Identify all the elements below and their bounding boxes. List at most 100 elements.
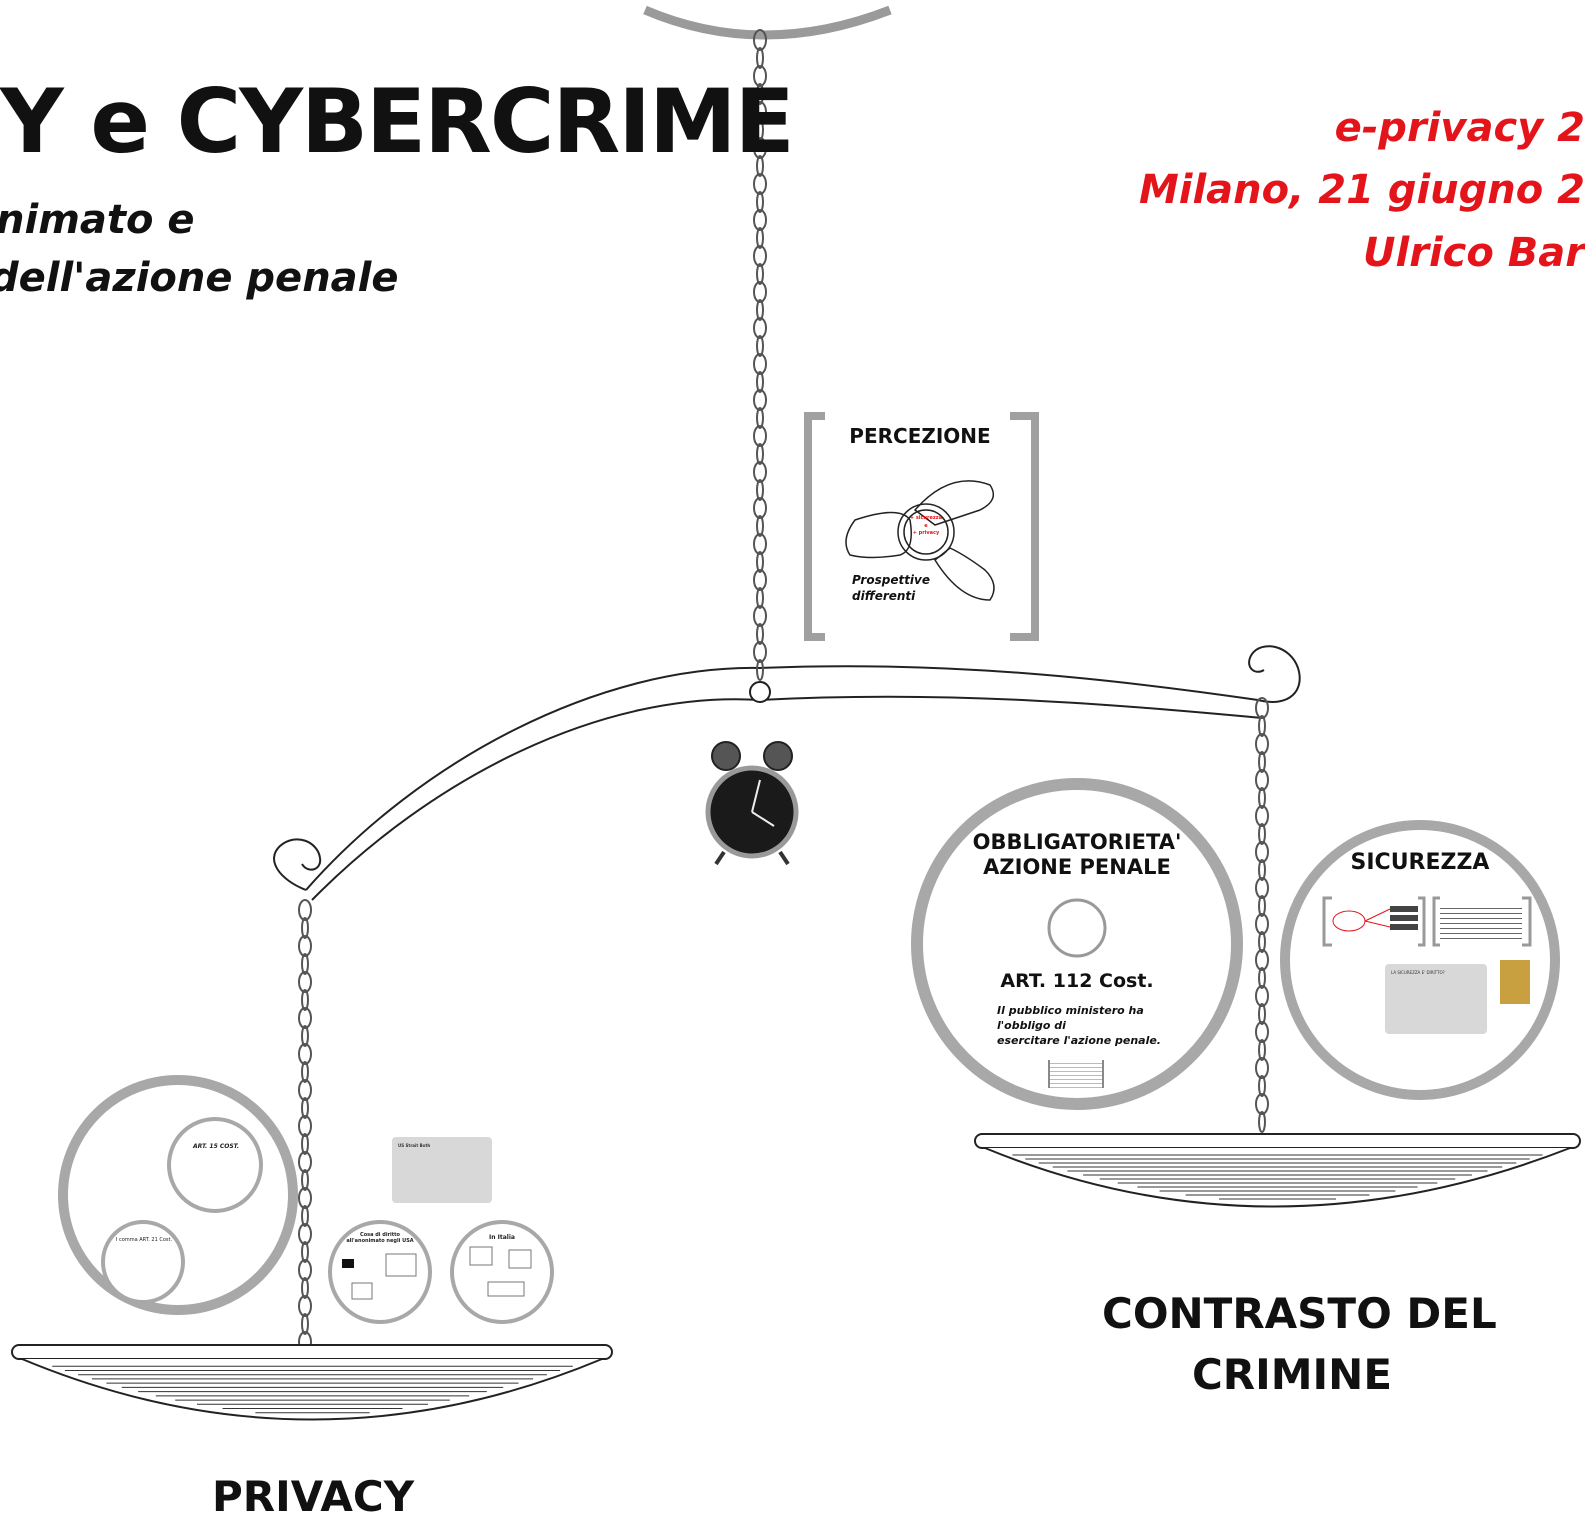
chain-link xyxy=(753,605,767,627)
sicurezza-heading: SICUREZZA xyxy=(1350,850,1490,875)
chain-link xyxy=(756,299,764,321)
chain-link xyxy=(298,971,312,993)
chain-link xyxy=(756,587,764,609)
chain-link xyxy=(756,191,764,213)
article-quote: Il pubblico ministero ha l'obbligo di es… xyxy=(997,1004,1197,1049)
chain-link xyxy=(753,461,767,483)
chain-link xyxy=(1258,895,1266,917)
chain-link xyxy=(298,1079,312,1101)
chain-link xyxy=(298,1151,312,1173)
chain-link xyxy=(298,1007,312,1029)
chain-link xyxy=(301,953,309,975)
chain-link xyxy=(753,389,767,411)
event-date: Milano, 21 giugno 2 xyxy=(1138,167,1585,213)
chain-link xyxy=(756,371,764,393)
chain-link xyxy=(753,209,767,231)
chain-link xyxy=(298,1043,312,1065)
subtitle-line-2: dell'azione penale xyxy=(0,255,399,301)
chain-link xyxy=(298,1223,312,1245)
center-line-1: + sicurezza xyxy=(909,515,943,521)
chain-link xyxy=(1255,769,1269,791)
sicurezza-note-title: LA SICUREZZA E' DIRITTO? xyxy=(1391,970,1445,975)
chain-link xyxy=(753,497,767,519)
contrasto-line-1: CONTRASTO DEL xyxy=(1102,1289,1497,1338)
chain-link xyxy=(1255,1057,1269,1079)
percezione-heading: PERCEZIONE xyxy=(849,424,991,448)
chain-link xyxy=(1258,751,1266,773)
chain-link xyxy=(298,1187,312,1209)
chain-link xyxy=(756,407,764,429)
art21-label: I comma ART. 21 Cost. xyxy=(115,1237,173,1243)
chain-link xyxy=(756,443,764,465)
left-pan-bowl xyxy=(21,1358,603,1421)
chain-link xyxy=(298,1259,312,1281)
chain-link xyxy=(1255,805,1269,827)
chain-link xyxy=(298,935,312,957)
chain-link xyxy=(1258,787,1266,809)
subtitle-line-1: nimato e xyxy=(0,197,195,243)
chain-link xyxy=(756,551,764,573)
chain-link xyxy=(753,65,767,87)
chain-link xyxy=(756,119,764,141)
chain-link xyxy=(301,1097,309,1119)
percezione-center-label: + sicurezza e + privacy xyxy=(904,515,948,538)
chain-link xyxy=(1258,1039,1266,1061)
chain-link xyxy=(298,1115,312,1137)
anonimato-usa-label: Cosa di diritto all'anonimato negli USA xyxy=(346,1232,414,1244)
center-line-2: e xyxy=(924,522,928,529)
chain-link xyxy=(753,245,767,267)
chain-link xyxy=(753,569,767,591)
chain-link xyxy=(301,1025,309,1047)
sicurezza-note-card: LA SICUREZZA E' DIRITTO? xyxy=(1385,964,1487,1034)
chain-link xyxy=(1255,877,1269,899)
chain-link xyxy=(756,47,764,69)
chain-link xyxy=(301,1277,309,1299)
chain-link xyxy=(1258,1003,1266,1025)
chain-link xyxy=(756,155,764,177)
chain-link xyxy=(1255,841,1269,863)
caption-line-1: Prospettive xyxy=(852,573,931,587)
chain-link xyxy=(1258,859,1266,881)
right-chain xyxy=(1255,697,1269,1133)
chain-link xyxy=(1255,949,1269,971)
us-card-title: US Strait Both xyxy=(398,1143,431,1148)
chain-link xyxy=(756,83,764,105)
alarm-clock-icon xyxy=(705,741,799,866)
right-pan-rim xyxy=(974,1133,1581,1149)
chain-link xyxy=(753,317,767,339)
chain-link xyxy=(753,281,767,303)
chain-link xyxy=(301,989,309,1011)
left-chain xyxy=(298,899,312,1353)
chain-link xyxy=(1255,733,1269,755)
chain-link xyxy=(1258,1075,1266,1097)
chain-link xyxy=(301,1241,309,1263)
chain-link xyxy=(1255,1093,1269,1115)
obbligatorieta-heading: OBBLIGATORIETA' AZIONE PENALE xyxy=(957,830,1197,880)
chain-link xyxy=(753,137,767,159)
chain-link xyxy=(1255,913,1269,935)
quote-line-2: esercitare l'azione penale. xyxy=(997,1033,1161,1047)
chain-link xyxy=(753,29,767,51)
left-pan-rim xyxy=(11,1344,613,1360)
chain-link xyxy=(1255,985,1269,1007)
chain-link xyxy=(301,1169,309,1191)
chain-link xyxy=(1258,931,1266,953)
chain-link xyxy=(756,659,764,681)
chain-link xyxy=(298,899,312,921)
chain-link xyxy=(756,623,764,645)
chain-link xyxy=(1258,715,1266,737)
chain-link xyxy=(756,263,764,285)
chain-link xyxy=(1255,697,1269,719)
chain-link xyxy=(753,641,767,663)
art15-label: ART. 15 COST. xyxy=(192,1143,240,1150)
top-ring xyxy=(643,5,892,40)
chain-link xyxy=(753,533,767,555)
sicurezza-ring xyxy=(1280,820,1560,1100)
center-chain xyxy=(753,29,767,681)
chain-link xyxy=(298,1295,312,1317)
percezione-caption: Prospettive differenti xyxy=(852,572,930,604)
in-italia-label: In Italia xyxy=(489,1234,515,1241)
heading-line-2: AZIONE PENALE xyxy=(983,855,1171,880)
